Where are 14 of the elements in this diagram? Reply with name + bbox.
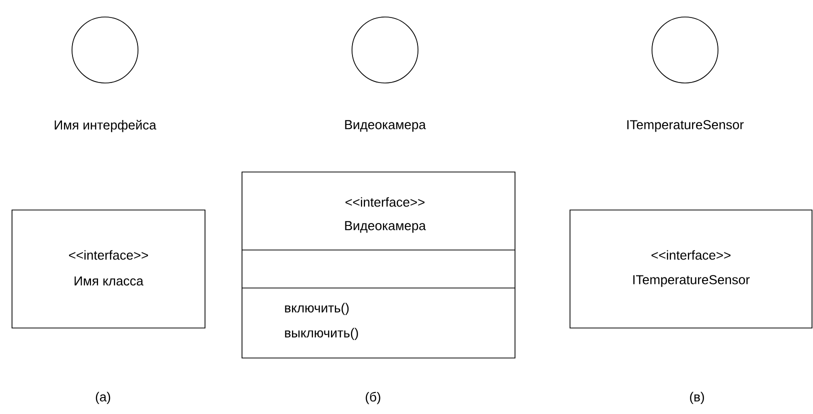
interface-name: Имя класса	[74, 276, 144, 286]
stereotype-text: <<interface>>	[652, 250, 730, 260]
operation-text: включить()	[285, 302, 349, 316]
panel-label: (б)	[366, 392, 380, 404]
interface-name: Видеокамера	[345, 221, 426, 233]
panel-label: (а)	[96, 392, 110, 404]
interface-name: Видеокамера	[345, 120, 426, 132]
operation-text: выключить()	[285, 328, 358, 340]
interface-name: Имя интерфейса	[54, 120, 156, 132]
stereotype-text: <<interface>>	[69, 250, 148, 260]
interface-name: ITemperatureSensor	[627, 120, 744, 132]
interface-name: ITemperatureSensor	[633, 275, 750, 287]
stereotype-text: <<interface>>	[346, 197, 424, 207]
panel-label: (в)	[690, 392, 704, 404]
